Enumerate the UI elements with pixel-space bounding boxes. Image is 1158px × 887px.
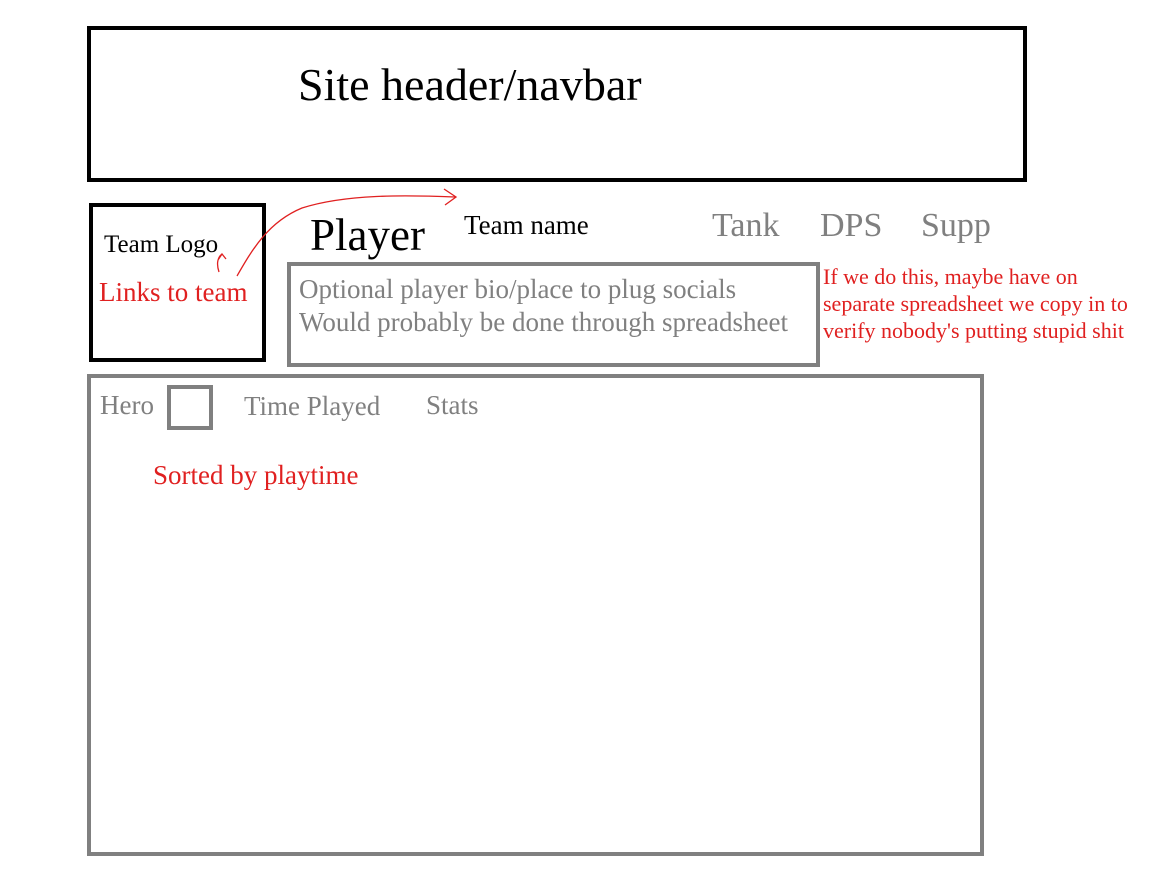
player-name: Player (310, 210, 425, 260)
team-name-link[interactable]: Team name (464, 210, 589, 240)
hero-stats-table (87, 374, 984, 856)
link-arrow-head (443, 188, 458, 206)
hero-icon-placeholder (167, 385, 213, 430)
player-bio-line-1: Optional player bio/place to plug social… (299, 274, 737, 304)
site-header-title: Site header/navbar (298, 59, 642, 110)
column-time-played[interactable]: Time Played (244, 391, 381, 421)
bio-verification-note: If we do this, maybe have on separate sp… (823, 264, 1128, 343)
site-header-navbar (87, 26, 1027, 182)
team-logo-box[interactable] (89, 203, 266, 362)
column-stats[interactable]: Stats (426, 390, 479, 420)
player-bio-line-2: Would probably be done through spreadshe… (299, 307, 788, 337)
role-dps: DPS (820, 207, 883, 244)
column-hero[interactable]: Hero (100, 390, 154, 420)
sorted-by-playtime-note: Sorted by playtime (153, 460, 359, 490)
role-tank: Tank (712, 207, 780, 244)
role-supp: Supp (921, 207, 991, 244)
links-to-team-note: Links to team (99, 277, 248, 307)
team-logo-label: Team Logo (104, 231, 219, 258)
player-bio-box (287, 262, 820, 367)
